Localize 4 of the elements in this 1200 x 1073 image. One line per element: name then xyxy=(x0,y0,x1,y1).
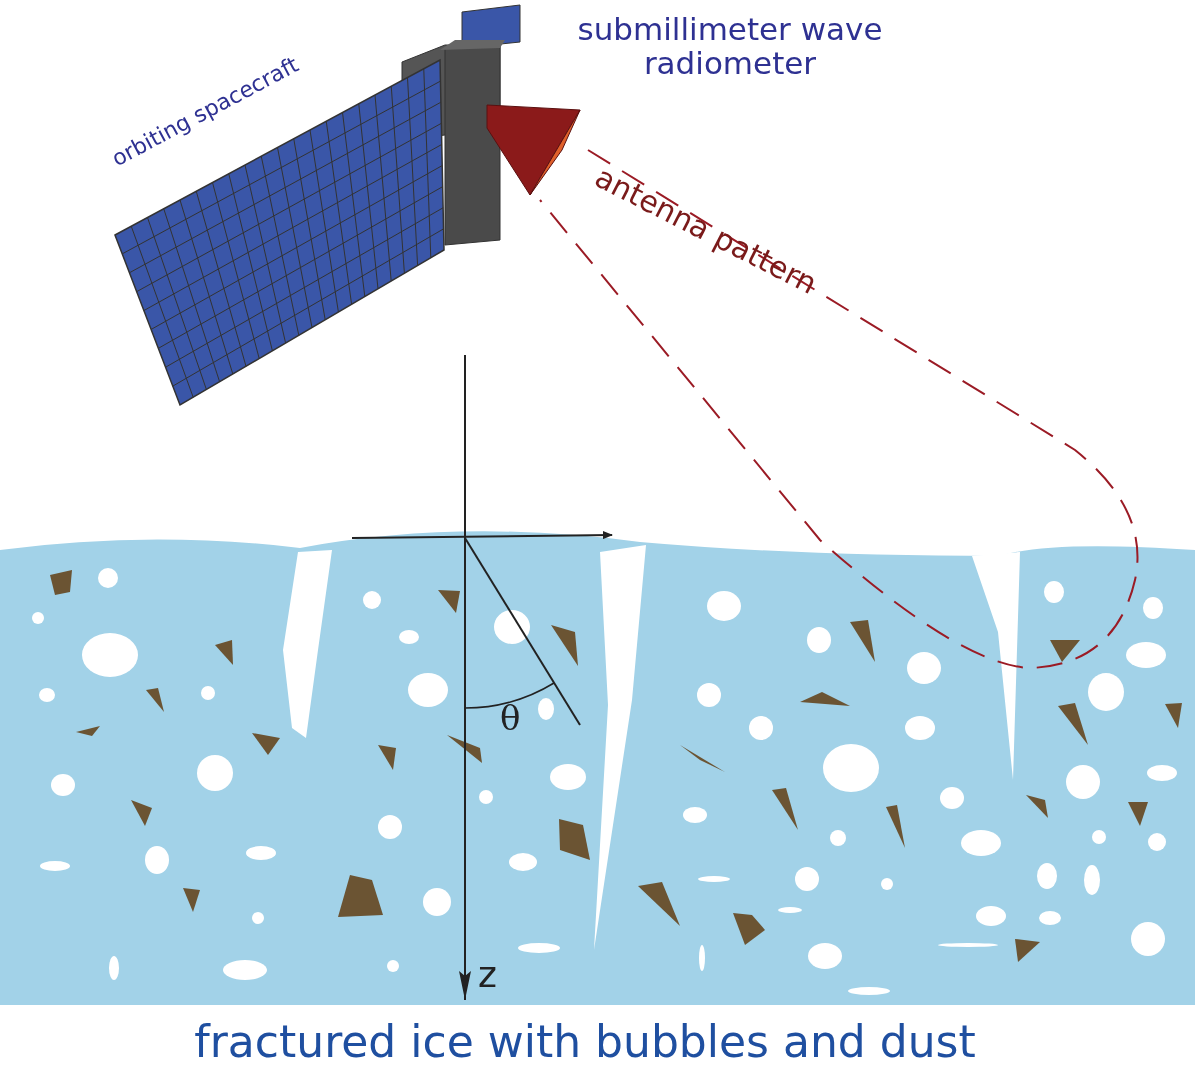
caption: fractured ice with bubbles and dust xyxy=(193,1018,977,1067)
angle-symbol: θ xyxy=(500,700,521,738)
part-label: submillimeter wave radiometer xyxy=(576,12,884,81)
axis-label: z xyxy=(478,955,497,995)
